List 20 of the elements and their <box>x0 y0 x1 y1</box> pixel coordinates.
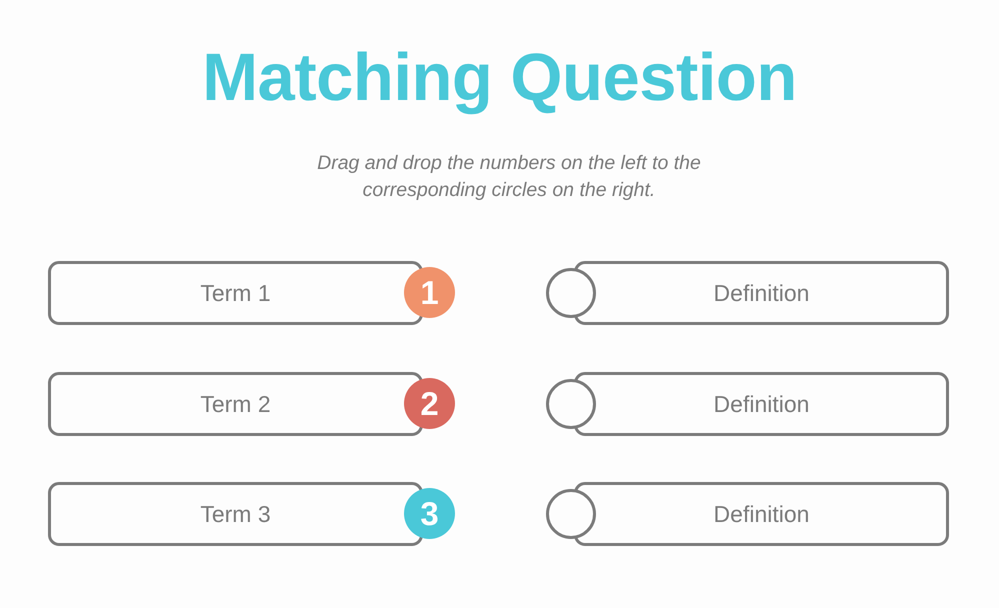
definition-label: Definition <box>714 390 810 418</box>
term-card <box>48 482 423 546</box>
drop-target-circle <box>546 379 596 429</box>
definition-label: Definition <box>714 280 810 306</box>
instructions-text: Drag and drop the numbers on the left to the corresponding circles on the right. <box>316 151 702 203</box>
definition-label: Definition <box>714 500 810 528</box>
term-label: Term 2 <box>200 390 271 418</box>
drop-target-circle <box>546 268 596 318</box>
definition-card <box>574 372 949 436</box>
drop-target-circle <box>546 489 596 539</box>
number-marker: 3 <box>404 488 455 539</box>
number-marker: 1 <box>404 267 455 318</box>
definition-card <box>574 482 949 546</box>
term-label: Term 3 <box>200 500 271 528</box>
term-label: Term 1 <box>200 280 271 306</box>
definition-card <box>574 261 949 325</box>
title: Matching Question <box>201 39 798 117</box>
number-marker: 2 <box>404 378 455 429</box>
term-card <box>48 261 423 325</box>
term-card <box>48 372 423 436</box>
